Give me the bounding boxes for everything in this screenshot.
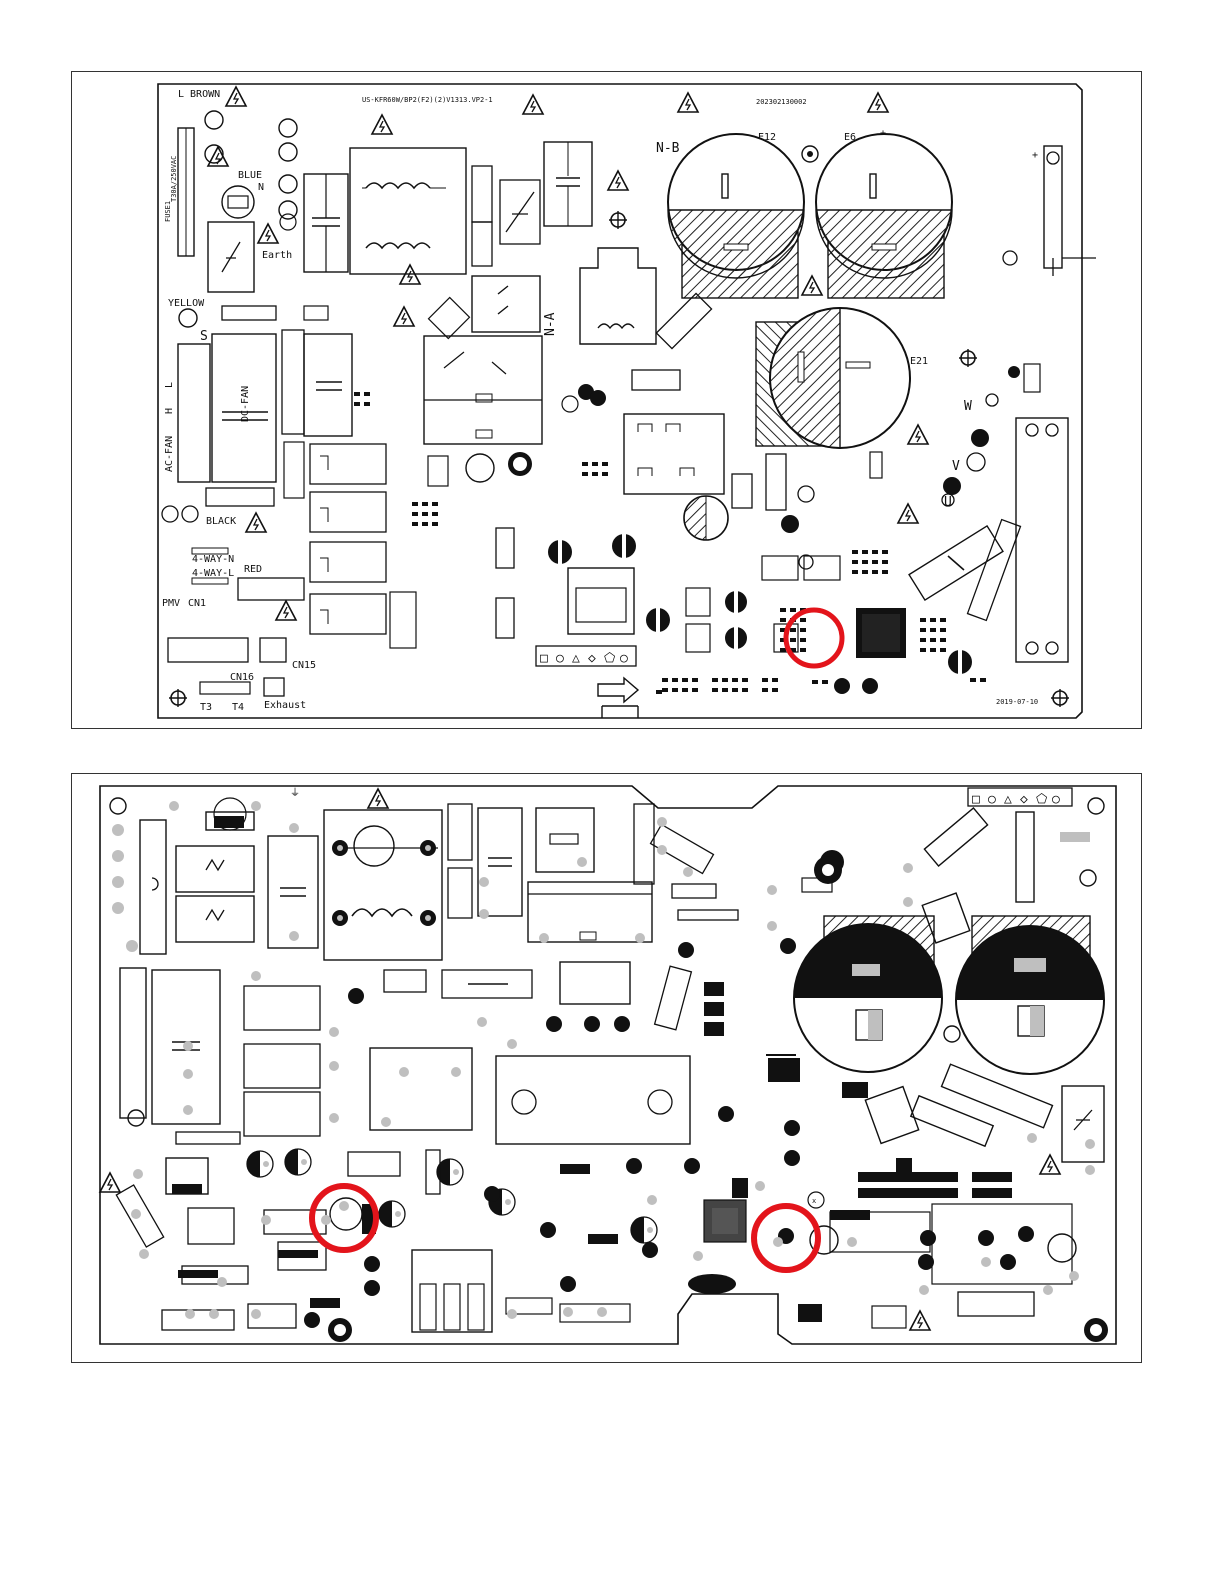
high-voltage-warning-icon	[678, 93, 698, 112]
shape-legend-3: ◇	[1020, 792, 1028, 807]
cn1-label: CN1	[188, 598, 206, 609]
mounting-hole-icon	[1080, 870, 1096, 886]
capacitor	[631, 1217, 657, 1243]
shape-legend-3: ◇	[588, 651, 596, 666]
board-outline	[100, 786, 1116, 1344]
fuse-rating-label: T30A/250VAC	[170, 156, 178, 202]
mounting-hole-icon	[1088, 798, 1104, 814]
bottom-pcb-drawing: □ ○ △ ◇ ⬠ ○ ⏚	[72, 774, 1143, 1364]
right-arrow-icon	[598, 678, 638, 702]
high-voltage-warning-icon	[802, 276, 822, 295]
t3-label: T3	[200, 702, 212, 713]
cn15-label: CN15	[292, 660, 316, 671]
l-brown-label: L BROWN	[178, 89, 220, 100]
cn16-label: CN16	[230, 672, 254, 683]
earth-ground-icon: ⏚	[290, 787, 300, 799]
capacitor	[247, 1151, 273, 1177]
shape-legend-0: □	[972, 792, 980, 807]
date-code-label: 2019-07-10	[996, 698, 1038, 706]
v-label: V	[952, 459, 960, 474]
serial-label: 202302130002	[756, 98, 807, 106]
w-label: W	[964, 399, 972, 414]
shape-legend-2: △	[572, 651, 580, 666]
top-pcb-drawing: L BROWN US-KFR60W/BP2(F2)(2)V1313.VP2-1 …	[72, 72, 1143, 730]
fuse-label: FUSE1	[164, 201, 172, 222]
mounting-hole-icon	[169, 689, 187, 707]
high-voltage-warning-icon	[246, 513, 266, 532]
exhaust-label: Exhaust	[264, 700, 306, 711]
s-label: S	[200, 329, 208, 344]
dc-fan-label: DC-FAN	[240, 386, 251, 422]
capacitor	[285, 1149, 311, 1175]
high-voltage-warning-icon	[100, 1173, 120, 1192]
shape-legend-5: ○	[620, 651, 628, 666]
bottom-pcb-copper-panel: □ ○ △ ◇ ⬠ ○ ⏚	[71, 773, 1142, 1363]
black-label: BLACK	[206, 516, 236, 527]
mounting-hole-icon	[944, 1026, 960, 1042]
four-way-l-label: 4-WAY-L	[192, 568, 234, 579]
four-way-n-label: 4-WAY-N	[192, 554, 234, 565]
blue-label: BLUE	[238, 170, 262, 181]
shape-legend-1: ○	[988, 792, 996, 807]
high-voltage-warning-icon	[368, 789, 388, 808]
red-label: RED	[244, 564, 262, 575]
high-voltage-warning-icon	[226, 87, 246, 106]
shape-legend-4: ⬠	[1036, 792, 1048, 807]
e21-label: E21	[910, 356, 928, 367]
high-voltage-warning-icon	[908, 425, 928, 444]
shape-legend-1: ○	[556, 651, 564, 666]
high-voltage-warning-icon	[608, 171, 628, 190]
high-voltage-warning-icon	[1040, 1155, 1060, 1174]
shape-legend-0: □	[540, 651, 548, 666]
part-number-label: US-KFR60W/BP2(F2)(2)V1313.VP2-1	[362, 96, 493, 104]
high-voltage-warning-icon	[276, 601, 296, 620]
n-label: N	[258, 182, 264, 193]
n-b-label: N-B	[656, 141, 680, 156]
capacitor	[379, 1201, 405, 1227]
mounting-hole-icon	[110, 798, 126, 814]
shape-legend-4: ⬠	[604, 651, 616, 666]
earth-label: Earth	[262, 250, 292, 261]
n-a-label: N-A	[543, 312, 558, 336]
ac-fan-label: AC-FAN	[164, 436, 175, 472]
mounting-hole-icon	[1051, 689, 1069, 707]
high-voltage-warning-icon	[394, 307, 414, 326]
mounting-hole-icon	[959, 349, 977, 367]
high-voltage-warning-icon	[258, 224, 278, 243]
mounting-hole-icon	[609, 211, 627, 229]
high-voltage-warning-icon	[898, 504, 918, 523]
pmv-label: PMV	[162, 598, 180, 609]
top-pcb-silkscreen-panel: L BROWN US-KFR60W/BP2(F2)(2)V1313.VP2-1 …	[71, 71, 1142, 729]
capacitor	[437, 1159, 463, 1185]
high-voltage-warning-icon	[372, 115, 392, 134]
t4-label: T4	[232, 702, 244, 713]
high-voltage-warning-icon	[523, 95, 543, 114]
l-label: L	[164, 382, 175, 388]
high-voltage-warning-icon	[868, 93, 888, 112]
svg-text:x: x	[812, 1197, 816, 1205]
yellow-label: YELLOW	[168, 298, 205, 309]
high-voltage-warning-icon	[910, 1311, 930, 1330]
shape-legend-2: △	[1004, 792, 1012, 807]
u-label: U	[944, 495, 952, 510]
shape-legend-5: ○	[1052, 792, 1060, 807]
h-label: H	[164, 408, 175, 414]
plus-label: +	[1032, 150, 1038, 161]
